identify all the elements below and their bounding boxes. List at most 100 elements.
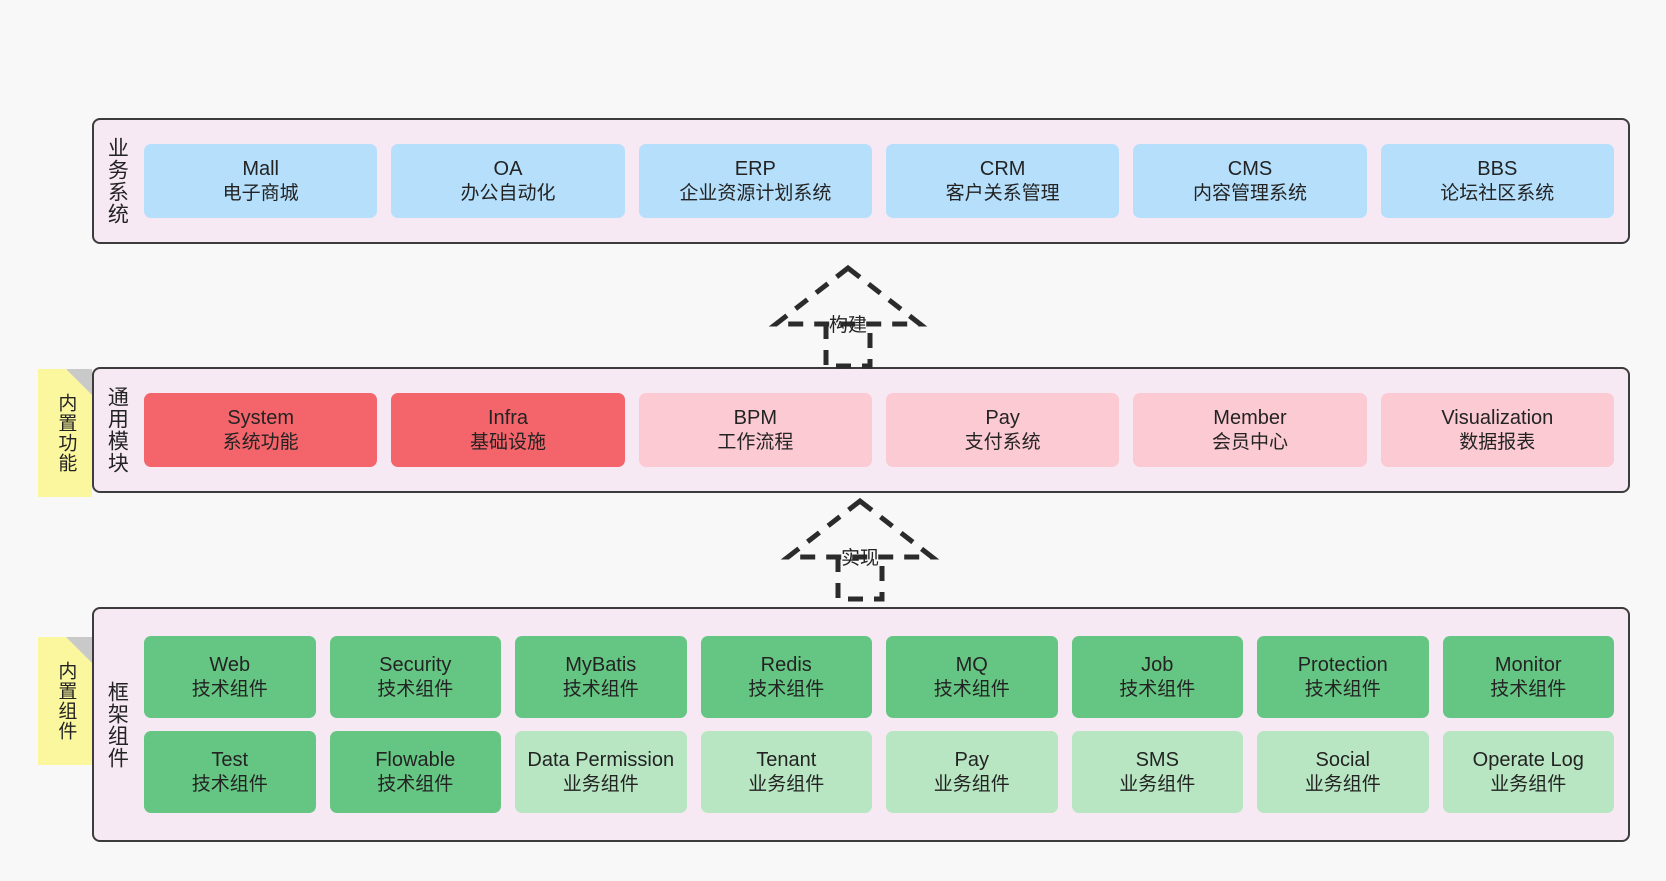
node-flowable-name: Flowable xyxy=(375,749,456,772)
node-erp-sub: 企业资源计划系统 xyxy=(679,182,832,204)
node-job-name: Job xyxy=(1141,654,1174,677)
node-crm-name: CRM xyxy=(979,158,1026,181)
layer-business-system-body: Mall 电子商城 OA 办公自动化 ERP 企业资源计划系统 CRM 客户关系… xyxy=(138,120,1628,242)
node-crm-sub: 客户关系管理 xyxy=(945,182,1060,204)
node-test-name: Test xyxy=(211,749,249,772)
node-infra-sub: 基础设施 xyxy=(469,431,546,453)
node-erp-name: ERP xyxy=(734,158,776,181)
node-pay-module-name: Pay xyxy=(985,407,1020,430)
node-monitor-name: Monitor xyxy=(1494,654,1562,677)
framework-tech-row: Web 技术组件 Security 技术组件 MyBatis 技术组件 Redi… xyxy=(144,636,1614,718)
node-web-sub: 技术组件 xyxy=(191,678,268,700)
node-tenant[interactable]: Tenant 业务组件 xyxy=(700,731,872,813)
node-mq-name: MQ xyxy=(955,654,988,677)
node-data-permission-sub: 业务组件 xyxy=(562,773,639,795)
layer-framework-components: 框架组件 Web 技术组件 Security 技术组件 MyBatis 技术组件… xyxy=(92,607,1630,842)
node-infra-name: Infra xyxy=(487,407,528,430)
business-node-row: Mall 电子商城 OA 办公自动化 ERP 企业资源计划系统 CRM 客户关系… xyxy=(144,144,1614,218)
layer-common-modules-body: System 系统功能 Infra 基础设施 BPM 工作流程 Pay 支付系统… xyxy=(138,369,1628,491)
node-job-sub: 技术组件 xyxy=(1119,678,1196,700)
sticky-note-builtin-components-label: 内置组件 xyxy=(55,661,77,741)
node-visualization-name: Visualization xyxy=(1441,407,1554,430)
node-crm[interactable]: CRM 客户关系管理 xyxy=(885,144,1120,218)
node-security-sub: 技术组件 xyxy=(377,678,454,700)
node-bbs-sub: 论坛社区系统 xyxy=(1440,182,1555,204)
node-web-name: Web xyxy=(209,654,251,677)
node-bpm-name: BPM xyxy=(733,407,777,430)
node-security[interactable]: Security 技术组件 xyxy=(329,636,501,718)
node-tenant-name: Tenant xyxy=(756,749,817,772)
node-protection[interactable]: Protection 技术组件 xyxy=(1257,636,1429,718)
layer-business-system: 业务系统 Mall 电子商城 OA 办公自动化 ERP 企业资源计划系统 CRM… xyxy=(92,118,1630,244)
node-system-name: System xyxy=(227,407,294,430)
layer-framework-components-body: Web 技术组件 Security 技术组件 MyBatis 技术组件 Redi… xyxy=(138,609,1628,840)
node-member[interactable]: Member 会员中心 xyxy=(1133,393,1367,467)
node-social-name: Social xyxy=(1315,749,1370,772)
node-test[interactable]: Test 技术组件 xyxy=(144,731,316,813)
node-visualization[interactable]: Visualization 数据报表 xyxy=(1380,393,1614,467)
node-bbs-name: BBS xyxy=(1477,158,1518,181)
node-test-sub: 技术组件 xyxy=(191,773,268,795)
connector-build: 构建 xyxy=(768,262,928,372)
node-pay-component-sub: 业务组件 xyxy=(933,773,1010,795)
node-member-sub: 会员中心 xyxy=(1211,431,1288,453)
modules-node-row: System 系统功能 Infra 基础设施 BPM 工作流程 Pay 支付系统… xyxy=(144,393,1614,467)
node-infra[interactable]: Infra 基础设施 xyxy=(391,393,625,467)
node-oa-name: OA xyxy=(493,158,523,181)
node-oa-sub: 办公自动化 xyxy=(460,182,556,204)
node-oa[interactable]: OA 办公自动化 xyxy=(391,144,625,218)
node-security-name: Security xyxy=(379,654,452,677)
layer-business-system-title: 业务系统 xyxy=(105,137,129,225)
framework-business-row: Test 技术组件 Flowable 技术组件 Data Permission … xyxy=(144,731,1614,813)
node-cms-sub: 内容管理系统 xyxy=(1192,182,1307,204)
node-data-permission[interactable]: Data Permission 业务组件 xyxy=(515,731,687,813)
node-mybatis-sub: 技术组件 xyxy=(562,678,639,700)
node-sms-name: SMS xyxy=(1135,749,1179,772)
node-erp[interactable]: ERP 企业资源计划系统 xyxy=(638,144,872,218)
node-cms[interactable]: CMS 内容管理系统 xyxy=(1133,144,1367,218)
sticky-note-builtin-features-label: 内置功能 xyxy=(55,393,77,473)
node-mall[interactable]: Mall 电子商城 xyxy=(144,144,378,218)
node-system-sub: 系统功能 xyxy=(222,431,299,453)
node-pay-module-sub: 支付系统 xyxy=(964,431,1041,453)
node-mybatis[interactable]: MyBatis 技术组件 xyxy=(515,636,687,718)
node-pay-component[interactable]: Pay 业务组件 xyxy=(886,731,1058,813)
node-monitor-sub: 技术组件 xyxy=(1490,678,1567,700)
node-redis[interactable]: Redis 技术组件 xyxy=(700,636,872,718)
node-social-sub: 业务组件 xyxy=(1304,773,1381,795)
layer-common-modules: 通用模块 System 系统功能 Infra 基础设施 BPM 工作流程 Pay… xyxy=(92,367,1630,493)
node-web[interactable]: Web 技术组件 xyxy=(144,636,316,718)
node-mall-sub: 电子商城 xyxy=(222,182,299,204)
node-mall-name: Mall xyxy=(242,158,279,181)
node-bpm[interactable]: BPM 工作流程 xyxy=(638,393,872,467)
sticky-note-builtin-components: 内置组件 xyxy=(38,637,92,765)
node-member-name: Member xyxy=(1213,407,1287,430)
node-operate-log[interactable]: Operate Log 业务组件 xyxy=(1442,731,1614,813)
node-mq[interactable]: MQ 技术组件 xyxy=(886,636,1058,718)
node-pay-component-name: Pay xyxy=(954,749,989,772)
node-social[interactable]: Social 业务组件 xyxy=(1257,731,1429,813)
connector-realize: 实现 xyxy=(780,495,940,605)
node-flowable-sub: 技术组件 xyxy=(377,773,454,795)
node-system[interactable]: System 系统功能 xyxy=(144,393,378,467)
node-operate-log-sub: 业务组件 xyxy=(1490,773,1567,795)
node-mq-sub: 技术组件 xyxy=(933,678,1010,700)
node-redis-sub: 技术组件 xyxy=(748,678,825,700)
layer-framework-components-title: 框架组件 xyxy=(105,680,129,769)
node-mybatis-name: MyBatis xyxy=(565,654,637,677)
node-monitor[interactable]: Monitor 技术组件 xyxy=(1442,636,1614,718)
node-pay-module[interactable]: Pay 支付系统 xyxy=(885,393,1120,467)
node-visualization-sub: 数据报表 xyxy=(1459,431,1536,453)
sticky-note-builtin-features: 内置功能 xyxy=(38,369,92,497)
node-bpm-sub: 工作流程 xyxy=(717,431,794,453)
realize-arrow-icon xyxy=(780,497,940,602)
node-job[interactable]: Job 技术组件 xyxy=(1071,636,1243,718)
node-bbs[interactable]: BBS 论坛社区系统 xyxy=(1380,144,1614,218)
node-operate-log-name: Operate Log xyxy=(1472,749,1584,772)
build-arrow-icon xyxy=(768,264,928,369)
node-flowable[interactable]: Flowable 技术组件 xyxy=(329,731,501,813)
node-protection-sub: 技术组件 xyxy=(1304,678,1381,700)
node-redis-name: Redis xyxy=(760,654,812,677)
node-sms[interactable]: SMS 业务组件 xyxy=(1071,731,1243,813)
